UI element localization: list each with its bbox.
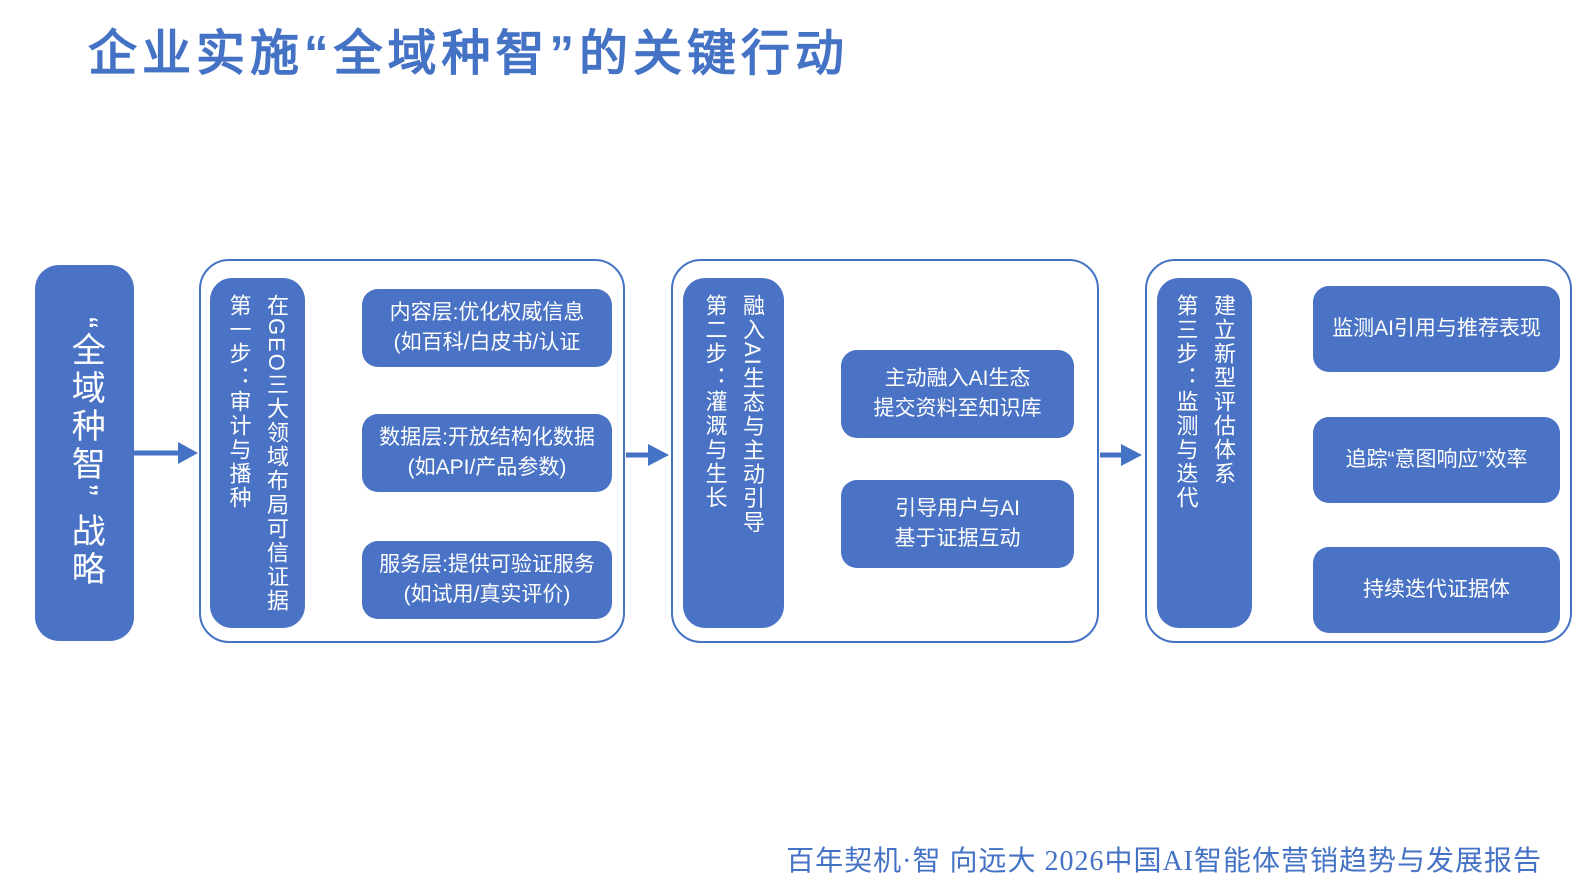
- service-layer-box: 服务层:提供可验证服务 (如试用/真实评价): [362, 541, 612, 619]
- user-ai-line2: 基于证据互动: [894, 527, 1021, 550]
- step2-label: 第二步：灌溉与生长 融入AI生态与主动引导: [683, 278, 784, 628]
- service-layer-line2: (如试用/真实评价): [403, 583, 571, 606]
- data-layer-line2: (如API/产品参数): [407, 456, 567, 479]
- step3-title: 第三步：监测与迭代: [1173, 294, 1199, 510]
- intent-response-box: 追踪“意图响应”效率: [1313, 417, 1560, 503]
- step1-desc: 在GEO三大领域布局可信证据: [264, 294, 289, 613]
- page-title: 企业实施“全域种智”的关键行动: [88, 27, 850, 81]
- monitor-citation-line1: 监测AI引用与推荐表现: [1332, 316, 1541, 340]
- data-layer-line1: 数据层:开放结构化数据: [379, 425, 595, 449]
- step3-desc: 建立新型评估体系: [1211, 294, 1236, 486]
- service-layer-line1: 服务层:提供可验证服务: [379, 552, 595, 576]
- ai-ecosystem-line1: 主动融入AI生态: [884, 366, 1031, 390]
- step3-label: 第三步：监测与迭代 建立新型评估体系: [1157, 278, 1252, 628]
- step2-desc: 融入AI生态与主动引导: [740, 294, 765, 535]
- strategy-label: “全域种智” 战略: [66, 316, 105, 590]
- footer-caption: 百年契机·智 向远大 2026中国AI智能体营销趋势与发展报告: [786, 846, 1542, 877]
- strategy-box: “全域种智” 战略: [35, 265, 134, 641]
- step1-title: 第一步：审计与播种: [226, 294, 252, 510]
- content-layer-line1: 内容层:优化权威信息: [389, 300, 585, 324]
- content-layer-box: 内容层:优化权威信息 (如百科/白皮书/认证: [362, 289, 612, 367]
- user-ai-interaction-box: 引导用户与AI 基于证据互动: [841, 480, 1074, 568]
- step2-title: 第二步：灌溉与生长: [702, 294, 728, 510]
- intent-response-line1: 追踪“意图响应”效率: [1345, 447, 1528, 471]
- data-layer-box: 数据层:开放结构化数据 (如API/产品参数): [362, 414, 612, 492]
- iterate-evidence-line1: 持续迭代证据体: [1363, 577, 1510, 601]
- ai-ecosystem-line2: 提交资料至知识库: [873, 397, 1042, 420]
- user-ai-line1: 引导用户与AI: [895, 496, 1020, 520]
- monitor-citation-box: 监测AI引用与推荐表现: [1313, 286, 1560, 372]
- step1-label: 第一步：审计与播种 在GEO三大领域布局可信证据: [210, 278, 305, 628]
- iterate-evidence-box: 持续迭代证据体: [1313, 547, 1560, 633]
- content-layer-line2: (如百科/白皮书/认证: [393, 331, 581, 354]
- ai-ecosystem-box: 主动融入AI生态 提交资料至知识库: [841, 350, 1074, 438]
